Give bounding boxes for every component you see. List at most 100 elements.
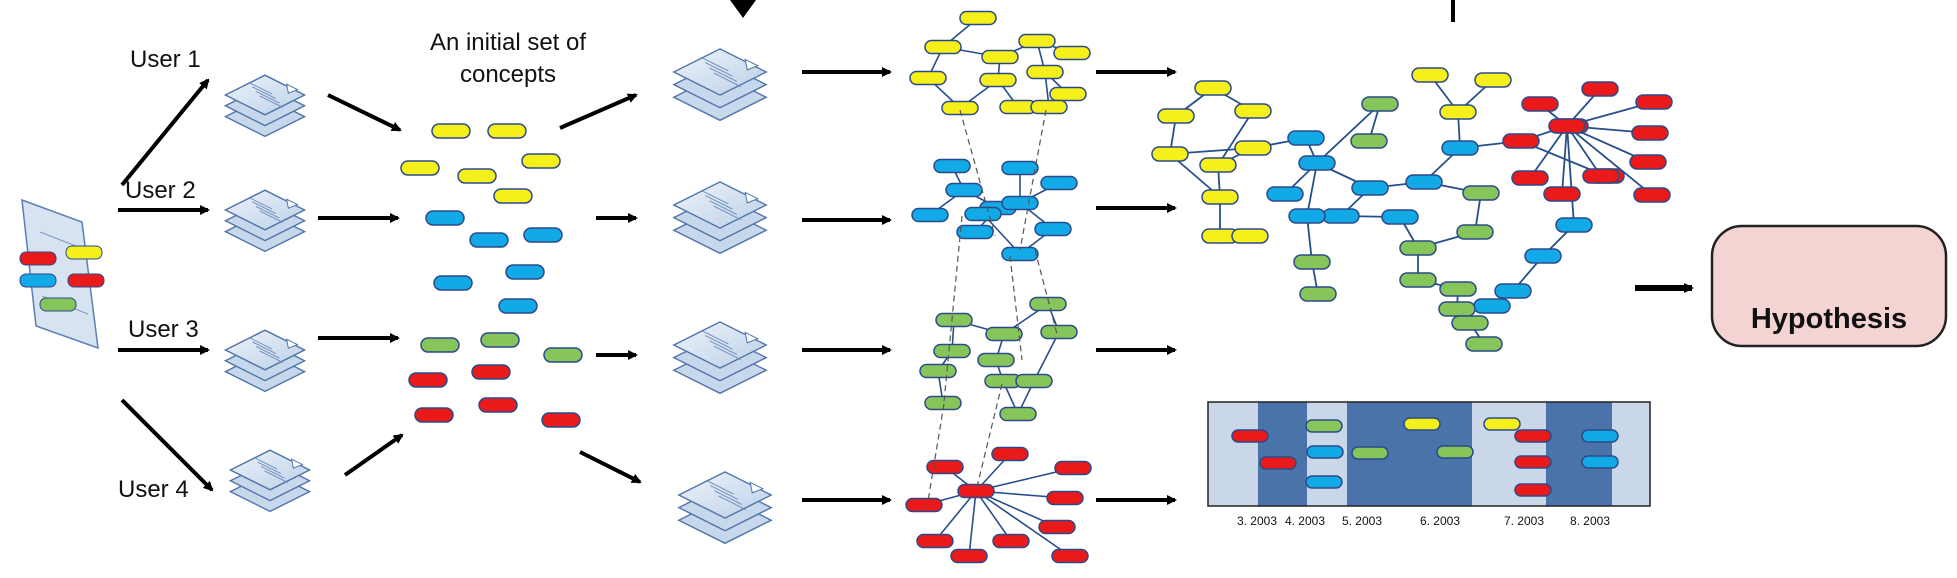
- stacks-to-graphs-arrows: [802, 67, 892, 505]
- merged-graph-node: [1456, 224, 1494, 240]
- merged-graph-node: [1473, 298, 1511, 314]
- user-3-label: User 3: [128, 316, 199, 343]
- user-2-document-stack: [223, 189, 307, 253]
- user-3-document-stack: [223, 329, 307, 393]
- concept-document-stacks: [672, 48, 773, 545]
- timeline-node: [1351, 446, 1389, 460]
- merged-graph-node: [1462, 185, 1500, 201]
- initial-concept: [420, 337, 460, 353]
- merged-graph-node: [1199, 157, 1237, 173]
- merged-graph-node: [1581, 81, 1619, 97]
- graph-node: [916, 533, 954, 549]
- merged-graph-node: [1465, 336, 1503, 352]
- initial-concept: [457, 168, 497, 184]
- timeline-node: [1581, 429, 1619, 443]
- timeline-label: 5. 2003: [1342, 514, 1382, 528]
- user-1-concept-stack: [672, 48, 768, 122]
- merged-graph-node: [1293, 254, 1331, 270]
- graph-node: [1051, 548, 1089, 564]
- graph-node: [1030, 99, 1068, 115]
- initial-concept: [478, 397, 518, 413]
- graph-node: [1040, 175, 1078, 191]
- merged-graph-node: [1524, 248, 1562, 264]
- timeline-label: 3. 2003: [1237, 514, 1277, 528]
- timeline-band: [1546, 402, 1612, 506]
- merged-graph-node: [1631, 125, 1669, 141]
- merged-graph-node: [1234, 140, 1272, 156]
- timeline-node: [1259, 456, 1297, 470]
- initial-concept: [498, 298, 538, 314]
- graph-node: [919, 363, 957, 379]
- merged-graph-node: [1635, 94, 1673, 110]
- merged-graph-node: [1502, 133, 1540, 149]
- user-3-graph: [919, 296, 1078, 422]
- graph-node: [1015, 373, 1053, 389]
- user-arrows: [118, 78, 214, 492]
- timeline-band: [1208, 402, 1258, 506]
- graph-node: [945, 182, 983, 198]
- graph-node: [977, 352, 1015, 368]
- user-4-label: User 4: [118, 476, 189, 503]
- concept-timeline: 3. 2003 4. 2003 5. 2003 6. 2003 7. 2003 8. 20…: [1207, 401, 1651, 528]
- merged-graph-node: [1411, 67, 1449, 83]
- merged-concept-graph: [1151, 67, 1673, 352]
- timeline-band: [1258, 402, 1307, 506]
- merged-graph-node: [1194, 80, 1232, 96]
- graph-node: [981, 49, 1019, 65]
- hypothesis-label: Hypothesis: [1751, 303, 1907, 335]
- merged-graph-node: [1439, 104, 1477, 120]
- merged-graph-node: [1299, 286, 1337, 302]
- initial-concept: [433, 275, 473, 291]
- timeline-label: 8. 2003: [1570, 514, 1610, 528]
- merged-graph-node: [1521, 96, 1559, 112]
- timeline-node: [1231, 429, 1269, 443]
- graph-node: [999, 406, 1037, 422]
- graph-node: [933, 158, 971, 174]
- initial-concept: [523, 227, 563, 243]
- graph-node: [979, 72, 1017, 88]
- timeline-node: [1581, 455, 1619, 469]
- graph-node: [1054, 460, 1092, 476]
- merged-graph-node: [1399, 240, 1437, 256]
- graph-node: [950, 548, 988, 564]
- merged-graph-node: [1151, 146, 1189, 162]
- incoming-arrow-head: [730, 0, 756, 18]
- concepts-to-stacks-arrows: [559, 93, 642, 484]
- merged-graph-node: [1157, 108, 1195, 124]
- graph-node: [1053, 45, 1091, 61]
- initial-concepts-label-line2: concepts: [460, 61, 556, 88]
- graph-node: [1001, 160, 1039, 176]
- timeline-node: [1514, 483, 1552, 497]
- user-document-stacks: [223, 74, 312, 513]
- user-1-document-stack: [223, 74, 307, 138]
- graph-node: [1001, 195, 1039, 211]
- initial-concepts-label-line1: An initial set of: [430, 29, 586, 56]
- merged-graph-node: [1582, 168, 1620, 184]
- timeline-label: 7. 2003: [1504, 514, 1544, 528]
- merged-graph-node: [1361, 96, 1399, 112]
- graph-node: [1046, 490, 1084, 506]
- graph-node: [992, 533, 1030, 549]
- graph-node: [956, 224, 994, 240]
- timeline-label: 6. 2003: [1420, 514, 1460, 528]
- timeline-label: 4. 2003: [1285, 514, 1325, 528]
- merged-graph-node: [1231, 228, 1269, 244]
- initial-concept: [408, 372, 448, 388]
- initial-concept: [505, 264, 545, 280]
- user-2-concept-stack: [672, 181, 768, 255]
- graph-node: [1034, 221, 1072, 237]
- merged-graph-node: [1298, 155, 1336, 171]
- initial-concept: [471, 364, 511, 380]
- merged-graph-node: [1511, 170, 1549, 186]
- source-document: [19, 198, 105, 350]
- timeline-node: [1403, 417, 1441, 431]
- graph-node: [1026, 64, 1064, 80]
- timeline-frame: [1207, 401, 1651, 507]
- merged-graph-node: [1548, 118, 1586, 134]
- timeline-node: [1436, 445, 1474, 459]
- graph-node: [964, 206, 1002, 222]
- hypothesis-box[interactable]: Hypothesis: [1710, 224, 1948, 348]
- timeline-node: [1305, 475, 1343, 489]
